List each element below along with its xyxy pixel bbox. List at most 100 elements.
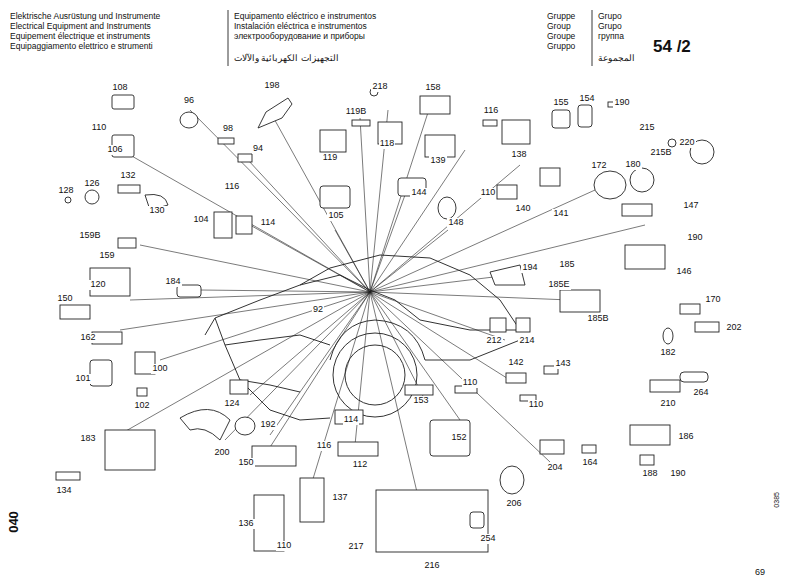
callout-number: 110 <box>480 188 496 198</box>
page-mark: 040 <box>7 510 21 534</box>
callout-number: 214 <box>518 336 535 346</box>
callout-number: 114 <box>260 218 276 228</box>
callout-number: 190 <box>686 233 703 243</box>
callout-number: 98 <box>222 124 234 134</box>
callout-number: 147 <box>682 201 699 211</box>
callout-number: 154 <box>578 94 595 104</box>
header-text: Elektrische Ausrüstung und Instrumente <box>9 12 161 21</box>
callout-number: 124 <box>223 399 240 409</box>
callout-number: 119B <box>345 107 367 117</box>
callout-number: 202 <box>725 323 742 333</box>
callout-number: 110 <box>528 400 544 410</box>
callout-number: 126 <box>83 179 100 189</box>
callout-number: 102 <box>133 401 150 411</box>
callout-number: 164 <box>581 458 598 468</box>
callout-number: 212 <box>485 336 502 346</box>
callout-number: 105 <box>327 211 344 221</box>
callout-number: 110 <box>276 541 292 551</box>
header-text: Instalación eléctrica e instrumentos <box>233 22 368 31</box>
callout-number: 112 <box>352 460 368 470</box>
callout-number: 144 <box>410 188 427 198</box>
part-sketches <box>56 88 719 552</box>
header-text: Equipamento eléctrico e instrumentos <box>233 12 377 21</box>
header-text: التجهيزات الكهربائية والآلات <box>233 54 340 63</box>
callout-number: 206 <box>505 499 522 509</box>
callout-number: 186 <box>677 432 694 442</box>
callout-number: 185E <box>547 280 570 290</box>
callout-number: 106 <box>106 145 123 155</box>
callout-number: 114 <box>343 415 359 425</box>
callout-number: 184 <box>164 277 181 287</box>
callout-number: 264 <box>692 388 709 398</box>
callout-number: 170 <box>704 295 721 305</box>
callout-number: 159B <box>78 231 101 241</box>
callout-number: 108 <box>111 83 128 93</box>
callout-number: 92 <box>312 305 324 315</box>
callout-number: 116 <box>483 106 499 116</box>
header-rules <box>228 10 592 66</box>
callout-number: 134 <box>55 486 72 496</box>
callout-number: 200 <box>213 448 230 458</box>
callout-number: 215 <box>638 123 655 133</box>
callout-number: 148 <box>447 218 464 228</box>
callout-number: 96 <box>183 96 195 106</box>
car-outline <box>205 255 520 420</box>
callout-number: 139 <box>429 156 446 166</box>
callout-number: 254 <box>479 534 496 544</box>
callout-number: 190 <box>669 469 686 479</box>
callout-number: 138 <box>510 150 527 160</box>
callout-number: 172 <box>590 161 607 171</box>
callout-number: 146 <box>675 267 692 277</box>
callout-number: 185 <box>558 260 575 270</box>
callout-number: 152 <box>450 433 467 443</box>
callout-number: 137 <box>331 493 348 503</box>
callout-number: 150 <box>56 294 73 304</box>
callout-number: 142 <box>507 358 524 368</box>
callout-number: 100 <box>151 364 168 374</box>
callout-number: 220 <box>678 138 695 148</box>
callout-number: 218 <box>371 82 388 92</box>
callout-number: 130 <box>148 206 165 216</box>
page-mark: 69 <box>754 568 766 578</box>
callout-number: 188 <box>641 469 658 479</box>
callout-number: 158 <box>424 83 441 93</box>
callout-number: 162 <box>79 333 96 343</box>
callout-number: 120 <box>89 280 106 290</box>
callout-number: 183 <box>79 434 96 444</box>
header-text: электрооборудование и приборы <box>233 32 366 41</box>
header-text: Grupo <box>597 22 623 31</box>
callout-number: 159 <box>98 251 115 261</box>
callout-number: 192 <box>259 420 276 430</box>
header-text: Gruppo <box>546 42 576 51</box>
header-text: Groupe <box>546 32 576 41</box>
leader-lines <box>110 100 645 505</box>
callout-number: 94 <box>252 144 264 154</box>
callout-number: 190 <box>613 98 630 108</box>
callout-number: 182 <box>659 348 676 358</box>
callout-number: 140 <box>514 204 531 214</box>
header-text: группа <box>597 32 625 41</box>
header-text: 54 /2 <box>652 38 692 57</box>
callout-number: 155 <box>552 98 569 108</box>
callout-number: 101 <box>74 374 91 384</box>
callout-number: 119 <box>322 153 338 163</box>
callout-number: 194 <box>521 263 538 273</box>
callout-number: 215B <box>649 148 672 158</box>
callout-number: 204 <box>546 463 563 473</box>
header-text: Grupo <box>597 12 623 21</box>
callout-number: 217 <box>347 542 364 552</box>
callout-number: 216 <box>423 561 440 571</box>
header-text: المجموعة <box>597 54 636 63</box>
page-mark: 0385 <box>773 491 781 509</box>
callout-number: 185B <box>586 314 609 324</box>
callout-number: 153 <box>412 396 429 406</box>
callout-number: 104 <box>192 215 209 225</box>
callout-number: 143 <box>554 359 571 369</box>
callout-number: 118 <box>379 139 395 149</box>
header-text: Group <box>546 22 572 31</box>
header-text: Equipement électrique et instruments <box>9 32 151 41</box>
callout-number: 141 <box>552 209 569 219</box>
header-text: Equipaggiamento elettrico e strumenti <box>9 42 154 51</box>
callout-number: 210 <box>659 399 676 409</box>
header-text: Electrical Equipment and Instruments <box>9 22 152 31</box>
